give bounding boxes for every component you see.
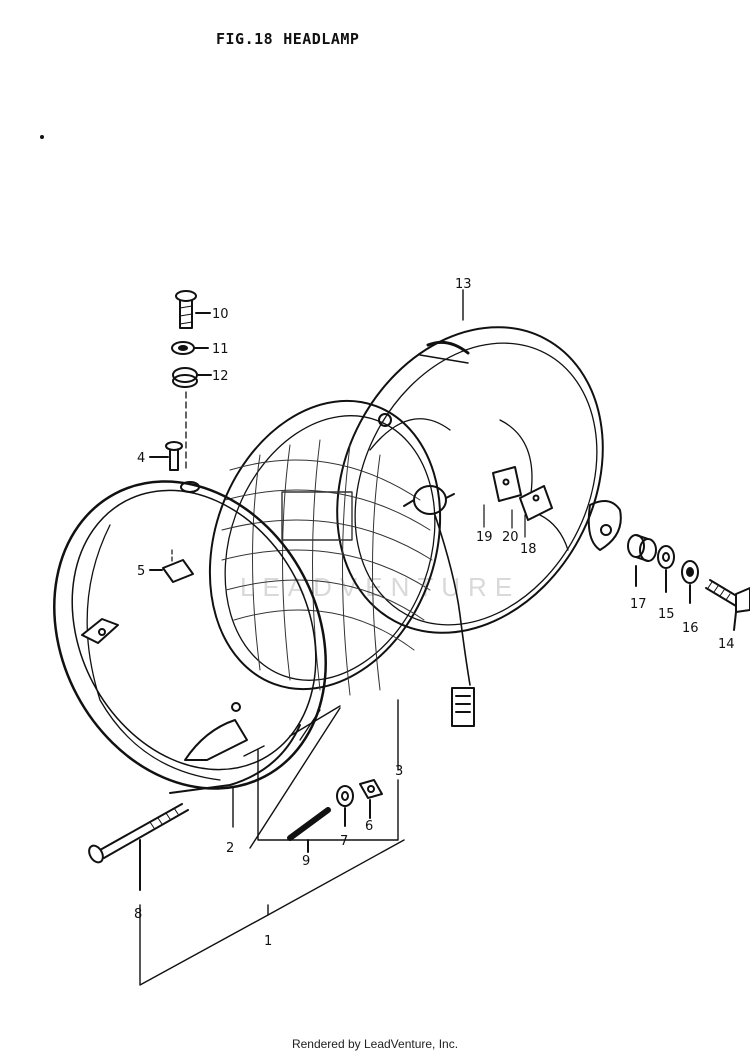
- footer-credit: Rendered by LeadVenture, Inc.: [291, 1037, 459, 1051]
- watermark-text: LEADVENTURE: [240, 572, 520, 602]
- part-9-spring: [287, 807, 331, 853]
- callout-20: 20: [502, 530, 519, 545]
- callout-15: 15: [658, 607, 675, 622]
- part-8-screw: [88, 803, 189, 891]
- callout-4: 4: [137, 451, 145, 466]
- part-12-grommet: [172, 367, 212, 388]
- callout-11: 11: [212, 342, 229, 357]
- callout-8: 8: [134, 907, 142, 922]
- figure-name: HEADLAMP: [283, 30, 360, 48]
- callout-1: 1: [264, 934, 272, 949]
- figure-number: FIG.18: [216, 30, 274, 48]
- callout-17: 17: [630, 597, 647, 612]
- callout-13: 13: [455, 277, 472, 292]
- part-17-collar: [627, 534, 657, 587]
- headlamp-housing: [336, 326, 622, 634]
- callout-18: 18: [520, 542, 537, 557]
- callout-14: 14: [718, 637, 735, 652]
- part-15-washer: [657, 545, 675, 593]
- callout-10: 10: [212, 307, 229, 322]
- callout-3: 3: [395, 764, 403, 779]
- sealed-beam-unit: [208, 399, 475, 727]
- callout-2: 2: [226, 841, 234, 856]
- part-16-lockwasher: [681, 560, 699, 604]
- part-10-screw: [175, 290, 211, 329]
- part-6-nut: [359, 779, 383, 819]
- part-14-bolt: [705, 579, 750, 631]
- callout-7: 7: [340, 834, 348, 849]
- figure-title: FIG.18 HEADLAMP: [216, 30, 369, 48]
- part-5-clip: [149, 549, 194, 583]
- callout-6: 6: [365, 819, 373, 834]
- callout-12: 12: [212, 369, 229, 384]
- exploded-diagram: LEADVENTURE: [40, 135, 750, 986]
- callout-9: 9: [302, 854, 310, 869]
- callout-16: 16: [682, 621, 699, 636]
- headlamp-rim: [53, 480, 327, 794]
- callout-5: 5: [137, 564, 145, 579]
- part-7-washer: [336, 785, 354, 827]
- part-11-nut: [171, 341, 209, 355]
- part-4-screw: [149, 441, 183, 471]
- callout-19: 19: [476, 530, 493, 545]
